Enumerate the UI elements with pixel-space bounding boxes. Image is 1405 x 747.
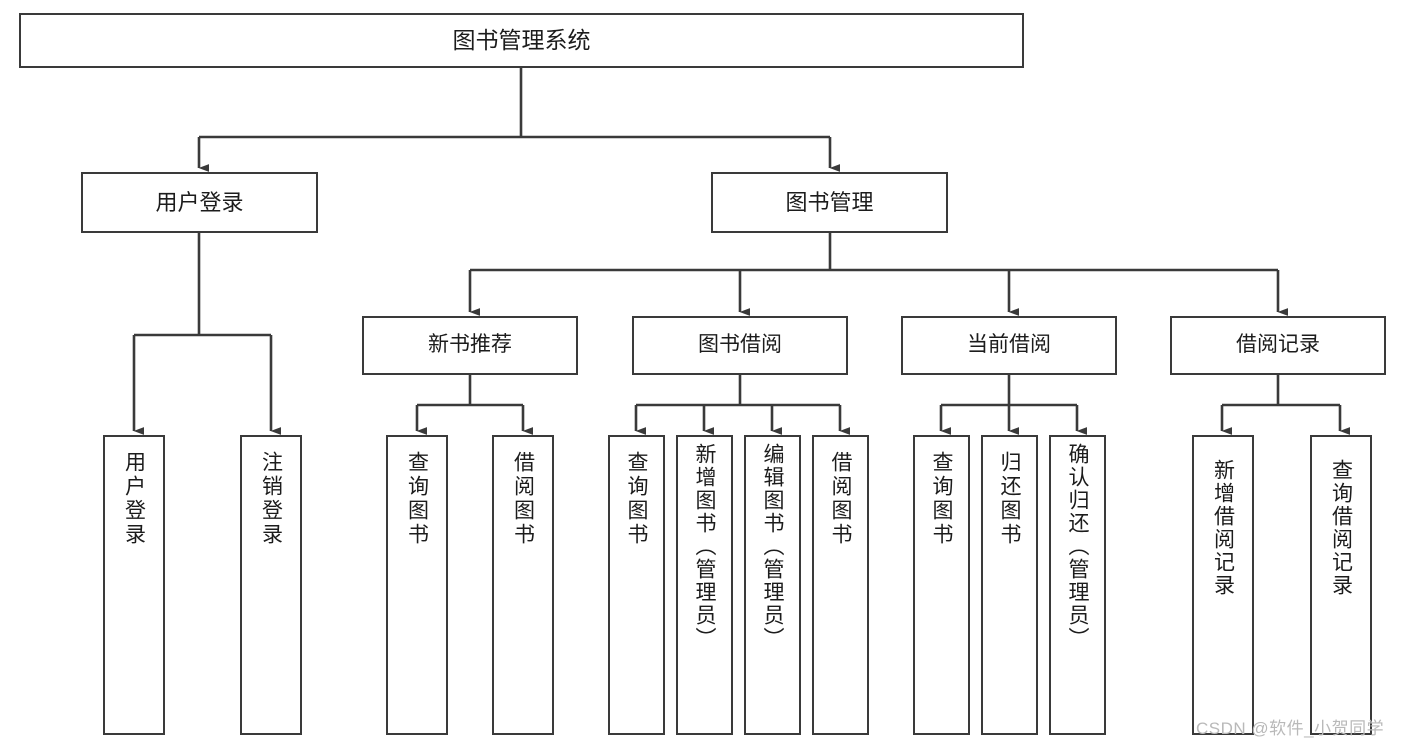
leaf-user-login[interactable]: 用户登录 [103, 435, 165, 735]
node-new-book-recommend[interactable]: 新书推荐 [362, 316, 578, 375]
node-label: 查询借阅记录 [1329, 459, 1353, 597]
node-label: 确认归还（管理员） [1066, 443, 1089, 650]
node-label: 新书推荐 [428, 333, 512, 357]
node-label: 借阅图书 [511, 451, 535, 547]
node-label: 借阅图书 [829, 451, 852, 547]
leaf-query-book-borrow[interactable]: 查询图书 [608, 435, 665, 735]
leaf-borrow-book[interactable]: 借阅图书 [812, 435, 869, 735]
node-label: 编辑图书（管理员） [761, 443, 784, 650]
node-label: 查询图书 [405, 451, 429, 547]
leaf-return-book[interactable]: 归还图书 [981, 435, 1038, 735]
node-label: 用户登录 [122, 451, 146, 547]
leaf-query-borrow-record[interactable]: 查询借阅记录 [1310, 435, 1372, 735]
leaf-logout[interactable]: 注销登录 [240, 435, 302, 735]
node-book-management[interactable]: 图书管理 [711, 172, 948, 233]
node-root-book-management-system[interactable]: 图书管理系统 [19, 13, 1024, 68]
node-user-login[interactable]: 用户登录 [81, 172, 318, 233]
leaf-confirm-return-admin[interactable]: 确认归还（管理员） [1049, 435, 1106, 735]
node-label: 查询图书 [625, 451, 648, 547]
node-book-borrow[interactable]: 图书借阅 [632, 316, 848, 375]
leaf-add-borrow-record[interactable]: 新增借阅记录 [1192, 435, 1254, 735]
leaf-edit-book-admin[interactable]: 编辑图书（管理员） [744, 435, 801, 735]
leaf-add-book-admin[interactable]: 新增图书（管理员） [676, 435, 733, 735]
node-label: 图书借阅 [698, 333, 782, 357]
csdn-watermark: CSDN @软件_小贺同学 [1196, 719, 1385, 738]
node-label: 注销登录 [259, 451, 283, 547]
node-label: 查询图书 [930, 451, 953, 547]
node-label: 借阅记录 [1236, 333, 1320, 357]
node-label: 归还图书 [998, 451, 1021, 547]
leaf-query-book-current[interactable]: 查询图书 [913, 435, 970, 735]
node-current-borrow[interactable]: 当前借阅 [901, 316, 1117, 375]
node-borrow-record[interactable]: 借阅记录 [1170, 316, 1386, 375]
node-label: 图书管理 [785, 189, 874, 215]
node-label: 新增借阅记录 [1211, 459, 1235, 597]
node-label: 用户登录 [155, 189, 244, 215]
node-label: 新增图书（管理员） [693, 443, 716, 650]
node-label: 当前借阅 [967, 333, 1051, 357]
leaf-borrow-book-recommend[interactable]: 借阅图书 [492, 435, 554, 735]
leaf-query-book-recommend[interactable]: 查询图书 [386, 435, 448, 735]
node-label: 图书管理系统 [452, 27, 591, 54]
